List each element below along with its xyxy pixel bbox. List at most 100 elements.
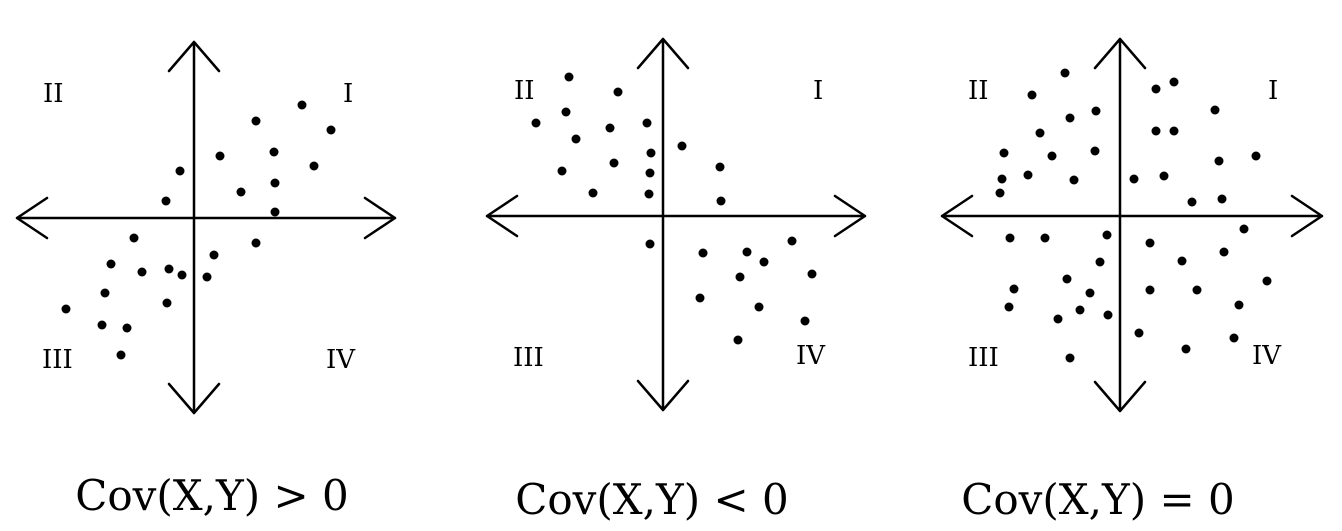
scatter-point [202, 272, 212, 282]
scatter-point [1187, 197, 1197, 207]
scatter-point [1169, 126, 1179, 136]
scatter-point [1192, 285, 1202, 295]
x-axis-arrow [15, 196, 397, 240]
scatter-point [309, 161, 319, 171]
quadrant-label-i: I [343, 79, 353, 109]
scatter-point [1145, 238, 1155, 248]
scatter-points [531, 72, 817, 345]
scatter-point [97, 320, 107, 330]
scatter-point [1091, 106, 1101, 116]
scatter-point [561, 107, 571, 117]
scatter-point [735, 272, 745, 282]
scatter-point [754, 302, 764, 312]
scatter-point [1004, 302, 1014, 312]
scatter-point [999, 148, 1009, 158]
scatter-point [270, 207, 280, 217]
scatter-points [61, 100, 336, 360]
scatter-point [1234, 300, 1244, 310]
scatter-point [1217, 194, 1227, 204]
caption-cov-positive: Cov(X,Y) > 0 [75, 471, 349, 520]
caption-cov-negative: Cov(X,Y) < 0 [515, 475, 789, 524]
quadrant-label-i: I [813, 76, 823, 106]
scatter-point [1069, 175, 1079, 185]
scatter-point [715, 162, 725, 172]
scatter-point [759, 257, 769, 267]
y-axis-arrow [1093, 37, 1147, 413]
scatter-point [1065, 353, 1075, 363]
scatter-point [1145, 285, 1155, 295]
scatter-point [995, 188, 1005, 198]
scatter-point [531, 118, 541, 128]
scatter-point [162, 298, 172, 308]
quadrant-label-iii: III [968, 343, 999, 373]
scatter-point [1177, 256, 1187, 266]
scatter-point [209, 250, 219, 260]
scatter-point [1214, 156, 1224, 166]
scatter-point [1095, 257, 1105, 267]
quadrant-label-ii: II [43, 79, 64, 109]
scatter-point [742, 247, 752, 257]
scatter-point [1134, 328, 1144, 338]
scatter-point [807, 269, 817, 279]
scatter-point [297, 100, 307, 110]
scatter-point [1102, 230, 1112, 240]
quadrant-label-iii: III [513, 343, 544, 373]
scatter-point [644, 189, 654, 199]
scatter-point [1047, 151, 1057, 161]
scatter-point [1023, 170, 1033, 180]
scatter-point [1262, 276, 1272, 286]
scatter-point [677, 141, 687, 151]
scatter-point [215, 151, 225, 161]
scatter-point [1129, 174, 1139, 184]
quadrant-label-i: I [1268, 76, 1278, 106]
scatter-point [716, 196, 726, 206]
scatter-point [1060, 68, 1070, 78]
scatter-point [326, 125, 336, 135]
scatter-point [129, 233, 139, 243]
scatter-point [270, 178, 280, 188]
scatter-point [1181, 344, 1191, 354]
panel-zero-covariance: II I III IV Cov(X,Y) = 0 [940, 37, 1324, 524]
scatter-point [1210, 105, 1220, 115]
scatter-point [642, 118, 652, 128]
scatter-point [1159, 171, 1169, 181]
scatter-points [995, 68, 1272, 363]
y-axis-arrow [167, 40, 221, 415]
scatter-point [1151, 84, 1161, 94]
scatter-point [164, 264, 174, 274]
scatter-point [1251, 151, 1261, 161]
scatter-point [609, 158, 619, 168]
scatter-point [1219, 247, 1229, 257]
scatter-point [251, 116, 261, 126]
scatter-point [251, 238, 261, 248]
scatter-point [1075, 305, 1085, 315]
scatter-point [122, 323, 132, 333]
quadrant-label-iv: IV [326, 345, 356, 375]
scatter-point [116, 350, 126, 360]
scatter-point [106, 259, 116, 269]
scatter-point [645, 239, 655, 249]
scatter-point [646, 148, 656, 158]
scatter-point [1040, 233, 1050, 243]
caption-cov-zero: Cov(X,Y) = 0 [961, 475, 1235, 524]
scatter-point [695, 293, 705, 303]
y-axis-arrow [636, 37, 690, 412]
scatter-point [557, 166, 567, 176]
scatter-point [269, 147, 279, 157]
scatter-point [236, 187, 246, 197]
x-axis-arrow [940, 194, 1324, 238]
scatter-point [100, 288, 110, 298]
scatter-point [588, 188, 598, 198]
panel-positive-covariance: II I III IV Cov(X,Y) > 0 [15, 40, 397, 520]
scatter-point [177, 270, 187, 280]
scatter-point [1090, 146, 1100, 156]
scatter-point [645, 168, 655, 178]
scatter-point [997, 174, 1007, 184]
x-axis-arrow [485, 194, 867, 238]
scatter-point [698, 248, 708, 258]
scatter-point [613, 87, 623, 97]
quadrant-label-iii: III [42, 345, 73, 375]
scatter-point [161, 196, 171, 206]
scatter-point [61, 304, 71, 314]
scatter-point [1239, 224, 1249, 234]
